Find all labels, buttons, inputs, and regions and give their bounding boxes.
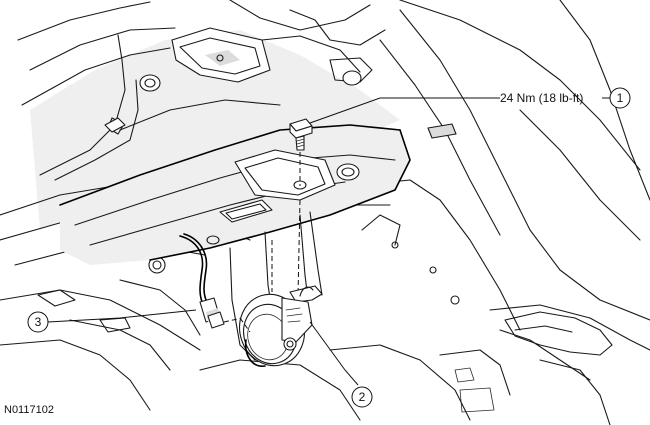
figure-id-label: N0117102 <box>4 404 54 416</box>
callout-3-leader <box>47 309 197 323</box>
callout-1-leader <box>309 97 500 124</box>
callout-3-number: 3 <box>35 315 42 329</box>
callout-2-leader <box>309 321 359 386</box>
install-alignment-line <box>297 199 301 297</box>
callout-1-number: 1 <box>617 91 624 105</box>
callout-2-number: 2 <box>359 390 366 404</box>
callout-2: 2 <box>309 321 373 408</box>
horn-electrical-connector <box>179 233 243 329</box>
callout-2-circle <box>351 386 373 408</box>
callout-3-circle <box>27 311 49 333</box>
callout-3: 3 <box>27 309 197 333</box>
horn-bolt <box>289 118 313 186</box>
callout-1-torque-spec: 24 Nm (18 lb-ft) <box>500 91 583 105</box>
radiator-support-crossmember <box>59 124 411 361</box>
callout-1-circle <box>609 87 631 109</box>
callout-1: 24 Nm (18 lb-ft) 1 <box>309 87 631 124</box>
horn-assembly <box>239 285 323 367</box>
